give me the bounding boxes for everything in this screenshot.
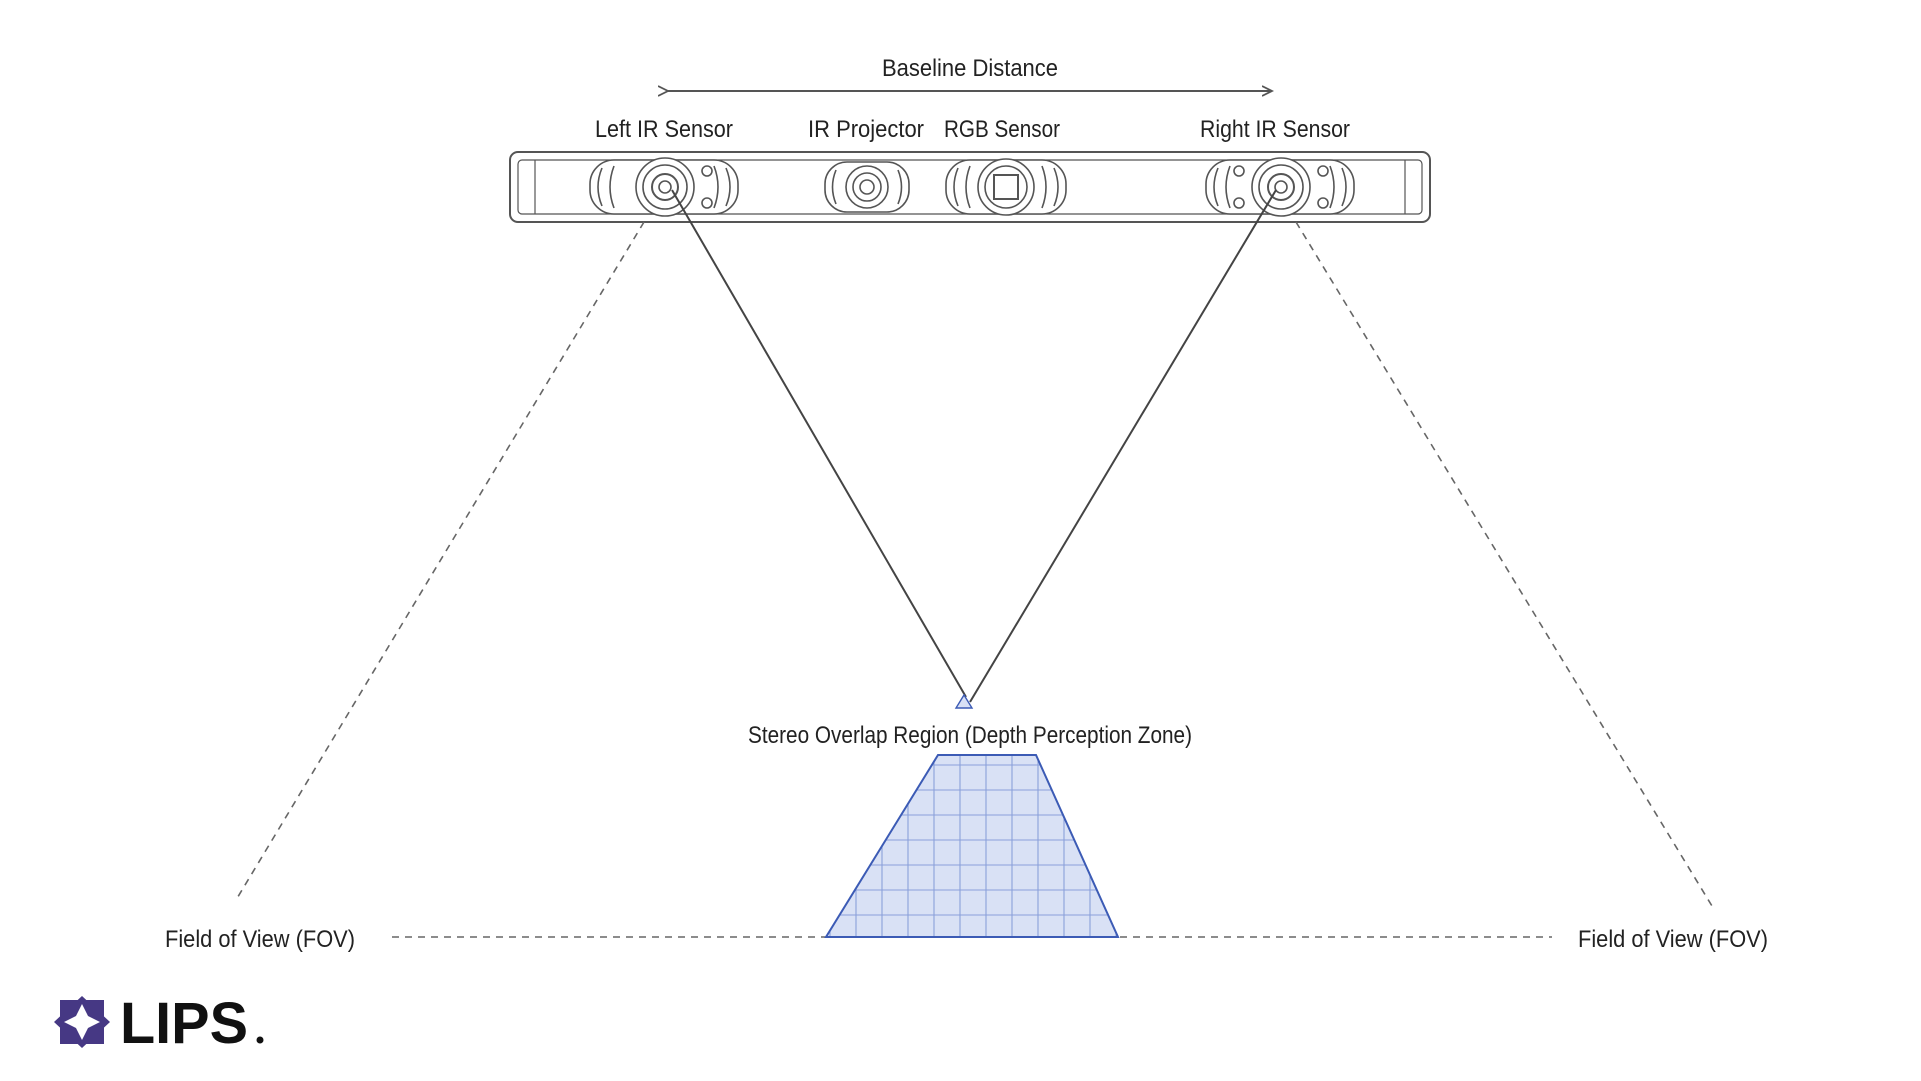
rgb-sensor-icon — [945, 158, 1067, 216]
lips-logo: LIPS — [54, 991, 264, 1056]
left-ir-sensor-label: Left IR Sensor — [595, 116, 733, 143]
baseline-distance-label: Baseline Distance — [882, 55, 1058, 82]
rgb-sensor-label: RGB Sensor — [944, 116, 1060, 143]
stereo-overlap-region — [824, 754, 1120, 938]
overlap-label-background — [742, 712, 1198, 754]
overlap-region-tip — [954, 693, 974, 709]
left-ray-line — [671, 189, 967, 698]
logo-trademark-dot — [256, 1036, 264, 1044]
left-fov-label: Field of View (FOV) — [165, 926, 355, 953]
lips-star-logo-icon — [54, 996, 110, 1048]
ir-projector-label: IR Projector — [808, 116, 924, 143]
overlap-region-label: Stereo Overlap Region (Depth Perception … — [748, 722, 1192, 749]
lips-logo-text: LIPS — [120, 991, 248, 1056]
left-ir-sensor-icon — [589, 157, 739, 217]
right-ray-line — [969, 189, 1277, 703]
right-ir-sensor-icon — [1205, 157, 1355, 217]
ir-projector-icon — [824, 161, 910, 213]
right-ir-sensor-label: Right IR Sensor — [1200, 116, 1350, 143]
right-fov-label: Field of View (FOV) — [1578, 926, 1768, 953]
left-fov-boundary — [235, 221, 645, 901]
right-fov-boundary — [1295, 221, 1713, 907]
